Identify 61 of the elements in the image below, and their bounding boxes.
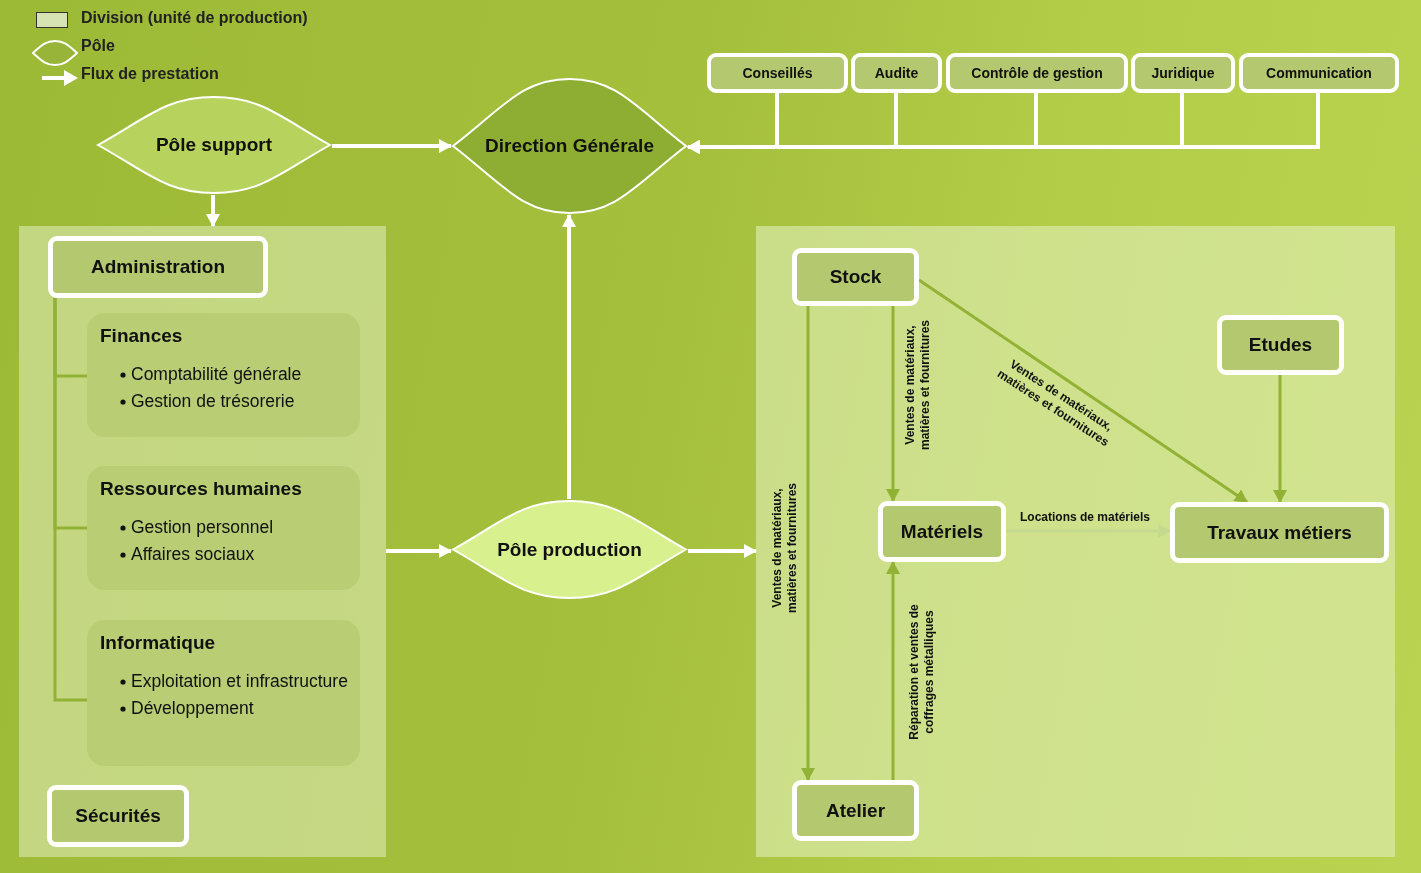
edge-label: Ventes de matériaux, matières et fournitures	[903, 319, 933, 453]
division-box	[878, 501, 1006, 562]
box-label: Stock	[829, 266, 882, 288]
bullet-item: Exploitation et infrastructure	[131, 670, 348, 693]
edge-label: Ventes de matériaux, matières et fournitures	[770, 482, 800, 616]
box-label: Conseillés	[742, 65, 813, 81]
flow-arrow	[1006, 524, 1171, 538]
pole-label: Pôle production	[497, 538, 642, 561]
card-heading: Informatique	[100, 632, 217, 654]
division-box	[792, 248, 919, 306]
division-box	[946, 53, 1128, 93]
box-label: Administration	[90, 256, 226, 278]
box-label: Matériels	[900, 520, 984, 543]
bullet-item: Gestion de trésorerie	[131, 390, 295, 413]
card-heading: Ressources humaines	[100, 478, 303, 500]
box-label: Atelier	[825, 799, 886, 822]
legend-label: Pôle	[81, 37, 115, 55]
flow-arrow	[886, 306, 900, 502]
division-box	[48, 236, 268, 298]
bullet-item: Développement	[131, 697, 254, 720]
box-label: Sécurités	[75, 805, 161, 827]
card-heading: Finances	[100, 325, 184, 347]
division-box	[851, 53, 942, 93]
division-box	[1217, 315, 1344, 375]
flow-arrow	[886, 561, 900, 780]
connector-line	[53, 298, 87, 702]
flow-arrow	[688, 544, 757, 558]
flow-arrow	[801, 306, 815, 781]
pole-label: Pôle support	[155, 134, 273, 156]
box-label: Travaux métiers	[1207, 521, 1352, 544]
division-box	[1170, 502, 1389, 563]
box-label: Audite	[874, 65, 919, 81]
flow-arrow	[918, 278, 1248, 504]
edge-label: Réparation et ventes de coffrages métalliques	[907, 603, 937, 742]
bullet-item: Gestion personnel	[131, 516, 274, 539]
pole-label: Direction Générale	[485, 135, 654, 157]
division-box	[1239, 53, 1399, 93]
flow-arrow	[1273, 375, 1287, 503]
flow-arrow	[687, 93, 1320, 154]
division-card	[87, 313, 360, 437]
box-label: Juridique	[1151, 65, 1215, 81]
division-card	[87, 620, 360, 766]
legend-label: Flux de prestation	[81, 65, 219, 83]
flow-arrow	[386, 544, 452, 558]
bullet-item: Affaires sociaux	[131, 543, 255, 566]
box-label: Communication	[1266, 65, 1372, 81]
flow-arrow	[206, 195, 220, 227]
division-panel	[756, 226, 1395, 857]
flow-arrow	[332, 139, 452, 153]
flow-arrow	[562, 214, 576, 499]
division-box	[707, 53, 848, 93]
division-card	[87, 466, 360, 590]
division-box	[1131, 53, 1235, 93]
box-label: Etudes	[1248, 334, 1313, 356]
division-box	[47, 785, 189, 847]
box-label: Contrôle de gestion	[971, 65, 1103, 81]
division-box	[792, 780, 919, 841]
bullet-item: Comptabilité générale	[131, 363, 302, 386]
division-panel	[19, 226, 386, 857]
legend-label: Division (unité de production)	[81, 9, 308, 27]
edge-label: Locations de matériels	[1018, 509, 1151, 525]
